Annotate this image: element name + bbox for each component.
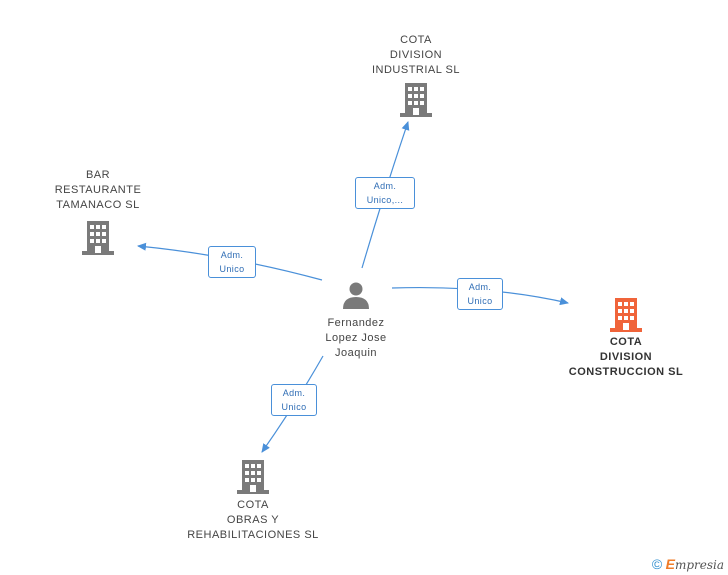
building-icon <box>82 221 114 255</box>
person-name: Fernandez Lopez Jose Joaquin <box>325 317 387 359</box>
company-name-bar: BAR RESTAURANTE TAMANACO SL <box>54 169 142 211</box>
company-node-bar[interactable]: BAR RESTAURANTE TAMANACO SL <box>38 168 158 255</box>
company-name-industrial: COTA DIVISION INDUSTRIAL SL <box>371 34 460 76</box>
building-icon <box>610 298 642 332</box>
person-node[interactable]: Fernandez Lopez Jose Joaquin <box>306 280 406 361</box>
company-node-obras[interactable]: COTA OBRAS Y REHABILITACIONES SL <box>183 460 323 543</box>
relation-badge-industrial[interactable]: Adm. Unico,... <box>355 177 415 209</box>
company-node-industrial[interactable]: COTA DIVISION INDUSTRIAL SL <box>356 33 476 117</box>
relation-badge-bar[interactable]: Adm. Unico <box>208 246 256 278</box>
relation-badge-obras[interactable]: Adm. Unico <box>271 384 317 416</box>
company-name-construccion: COTA DIVISION CONSTRUCCION SL <box>568 336 684 378</box>
building-icon <box>400 83 432 117</box>
copyright-icon: © <box>651 556 663 572</box>
brand-name: mpresia <box>674 558 724 572</box>
relation-badge-construccion[interactable]: Adm. Unico <box>457 278 503 310</box>
company-node-construccion[interactable]: COTA DIVISION CONSTRUCCION SL <box>558 298 694 380</box>
building-icon <box>237 460 269 494</box>
person-icon <box>343 282 369 309</box>
footer-brand: © Empresia <box>652 556 724 572</box>
company-name-obras: COTA OBRAS Y REHABILITACIONES SL <box>187 499 319 541</box>
brand-logo-e: E <box>665 556 675 572</box>
